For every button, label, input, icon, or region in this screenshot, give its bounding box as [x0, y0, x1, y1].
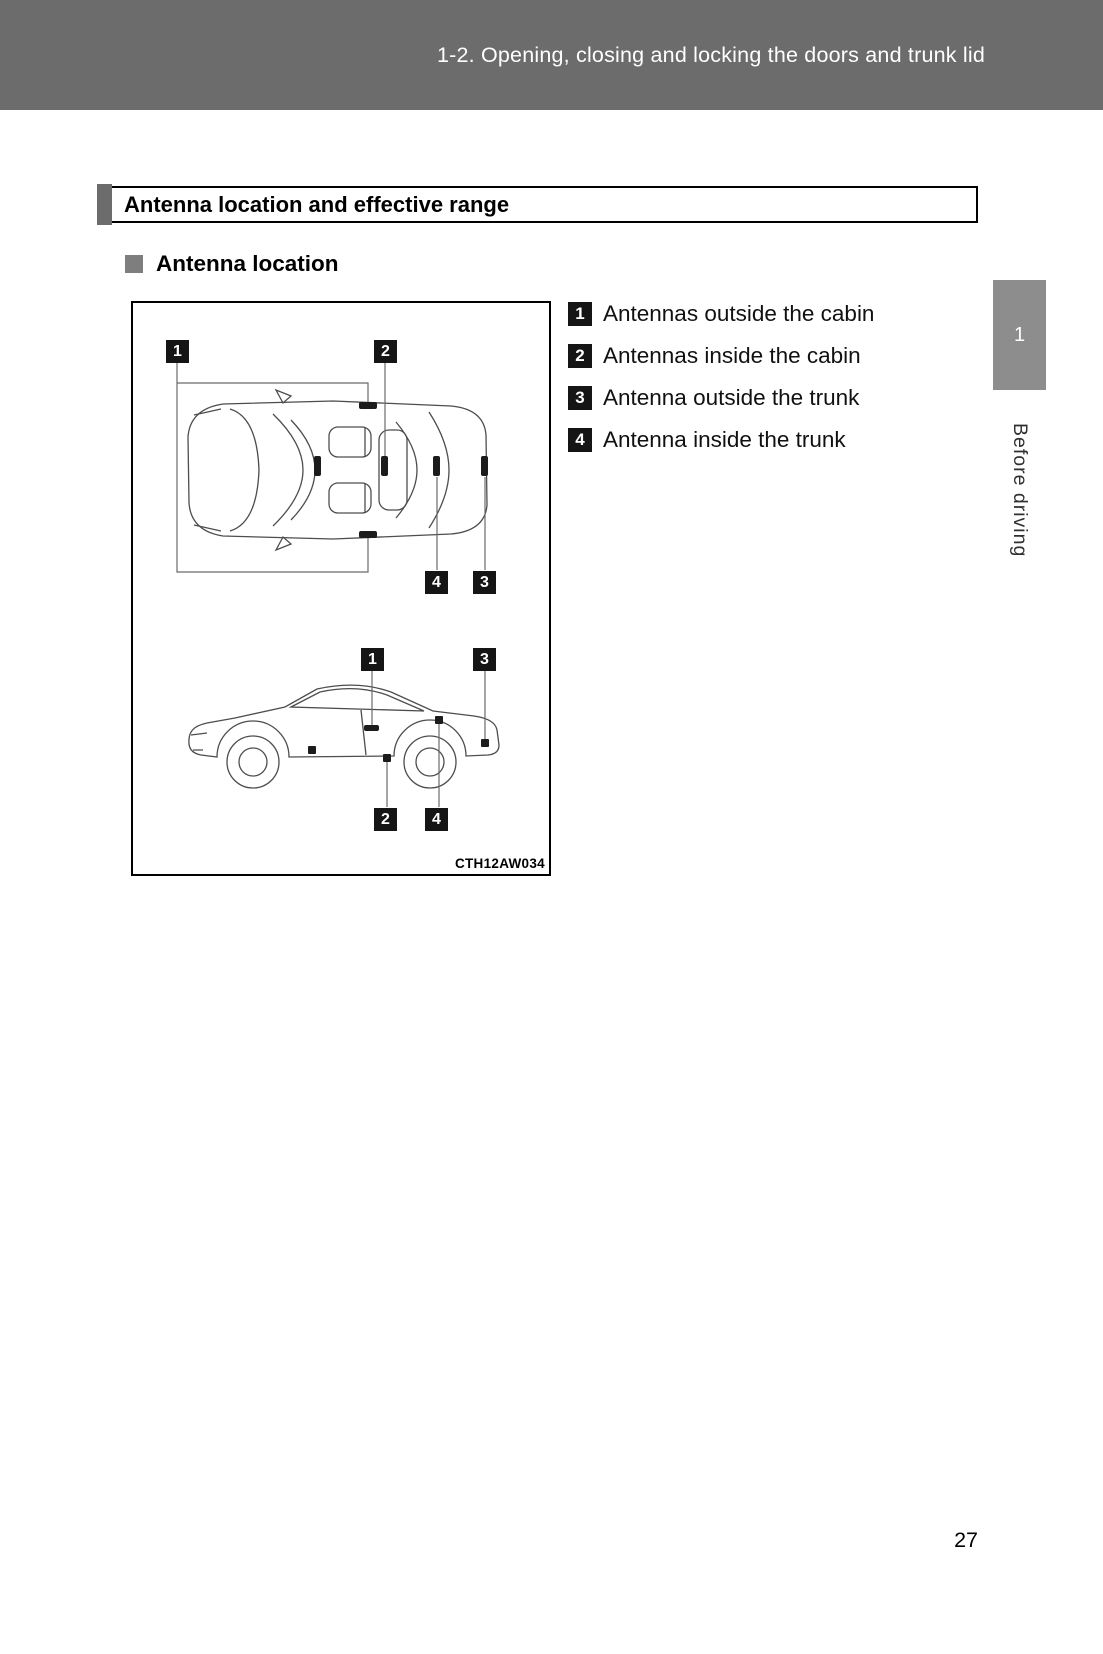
diagram-label-1-side: 1 [361, 648, 384, 671]
diagram-label-4-side: 4 [425, 808, 448, 831]
subsection-title: Antenna location [156, 251, 339, 276]
section-accent-bar [97, 184, 112, 225]
legend-label-4: Antenna inside the trunk [603, 426, 846, 452]
car-top-view [187, 388, 488, 552]
diagram-label-2-side: 2 [374, 808, 397, 831]
chapter-number: 1 [1013, 323, 1026, 346]
antenna-markers-side [308, 716, 489, 762]
leader-lines-top [176, 363, 486, 573]
antenna-diagram-figure: 1 2 4 3 1 3 2 4 CTH12AW034 [131, 301, 551, 876]
square-bullet-icon [125, 255, 143, 273]
section-title: Antenna location and effective range [124, 192, 510, 217]
chapter-tab: 1 [993, 280, 1046, 390]
legend-label-2: Antennas inside the cabin [603, 342, 861, 368]
car-diagram-svg [176, 363, 500, 807]
chapter-tab-label: Before driving [1009, 423, 1031, 558]
section-title-box: Antenna location and effective range [97, 184, 978, 225]
figure-code: CTH12AW034 [454, 856, 545, 871]
legend-marker-1: 1 [568, 301, 592, 326]
subsection-heading: Antenna location [125, 251, 339, 277]
leader-lines-side [371, 671, 486, 807]
header-title: 1-2. Opening, closing and locking the do… [436, 42, 985, 67]
diagram-label-2-top: 2 [374, 340, 397, 363]
legend-item: 3 Antenna outside the trunk [568, 385, 874, 410]
legend-marker-2: 2 [568, 343, 592, 368]
diagram-label-3-top: 3 [473, 571, 496, 594]
legend-marker-4: 4 [568, 427, 592, 452]
legend-item: 4 Antenna inside the trunk [568, 427, 874, 452]
legend-label-1: Antennas outside the cabin [603, 300, 875, 326]
antenna-markers-top [314, 402, 488, 538]
legend-label-3: Antenna outside the trunk [603, 384, 860, 410]
legend-list: 1 Antennas outside the cabin 2 Antennas … [568, 301, 874, 469]
legend-item: 1 Antennas outside the cabin [568, 301, 874, 326]
diagram-label-3-side: 3 [473, 648, 496, 671]
car-side-view [188, 684, 500, 789]
diagram-label-4-top: 4 [425, 571, 448, 594]
page-header: 1-2. Opening, closing and locking the do… [0, 0, 1103, 110]
legend-item: 2 Antennas inside the cabin [568, 343, 874, 368]
page-number: 27 [954, 1528, 978, 1552]
legend-marker-3: 3 [568, 385, 592, 410]
diagram-label-1-top: 1 [166, 340, 189, 363]
